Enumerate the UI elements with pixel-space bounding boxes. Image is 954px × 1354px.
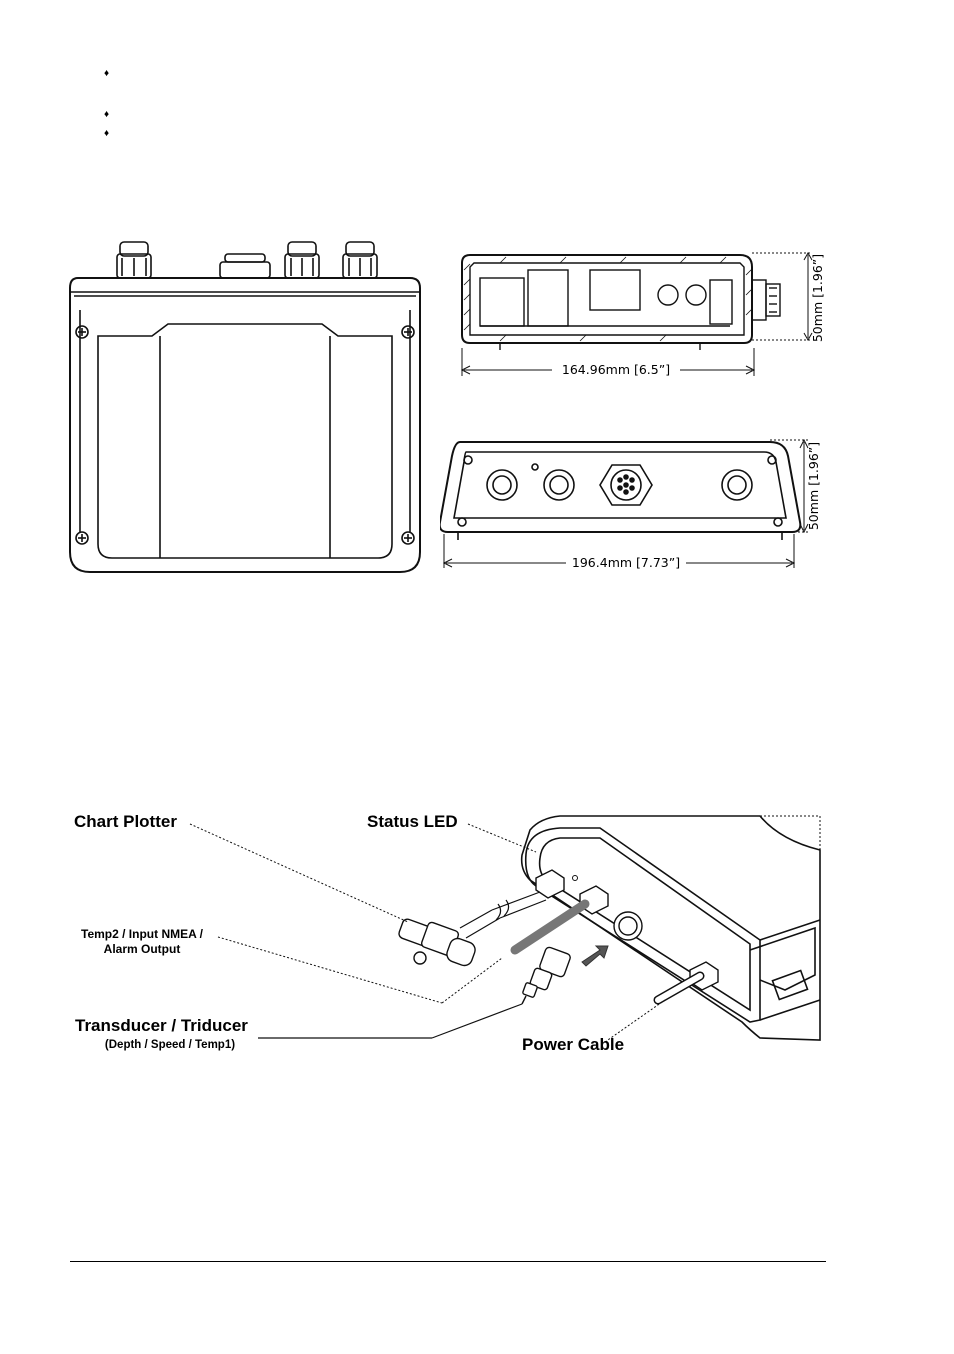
gland-3: [342, 241, 378, 279]
connector-center: [219, 253, 271, 279]
side-height-label: 50mm [1.96”]: [810, 254, 825, 342]
temp2-label-line2: Alarm Output: [104, 942, 181, 956]
bullet-3: ♦: [104, 128, 110, 139]
transducer-connector: [522, 946, 571, 998]
gland-2: [284, 241, 320, 279]
bullet-2: ♦: [104, 109, 110, 120]
transducer-sub-label: (Depth / Speed / Temp1): [105, 1039, 235, 1051]
unit-front-view: 196.4mm [7.73”] 50mm [1.96”]: [440, 438, 821, 570]
side-length-label: 164.96mm [6.5”]: [562, 362, 670, 377]
front-height-label: 50mm [1.96”]: [806, 442, 821, 530]
t-connector: [398, 918, 476, 967]
bullet-1: ♦: [104, 68, 110, 79]
transducer-label: Transducer / Triducer: [75, 1016, 248, 1035]
chart-plotter-label: Chart Plotter: [74, 812, 177, 831]
gland-1: [116, 241, 152, 279]
temp2-label-line1: Temp2 / Input NMEA /: [81, 927, 204, 941]
unit-top-view: [69, 241, 421, 573]
connection-diagram: Chart Plotter Status LED Temp2 / Input N…: [74, 812, 821, 1054]
power-cable-label: Power Cable: [522, 1035, 624, 1054]
unit-side-view: 164.96mm [6.5”] 50mm [1.96”]: [460, 251, 825, 377]
status-led-indicator: [572, 875, 578, 881]
footer-rule: [70, 1261, 826, 1262]
front-length-label: 196.4mm [7.73”]: [572, 555, 680, 570]
status-led-label: Status LED: [367, 812, 458, 831]
